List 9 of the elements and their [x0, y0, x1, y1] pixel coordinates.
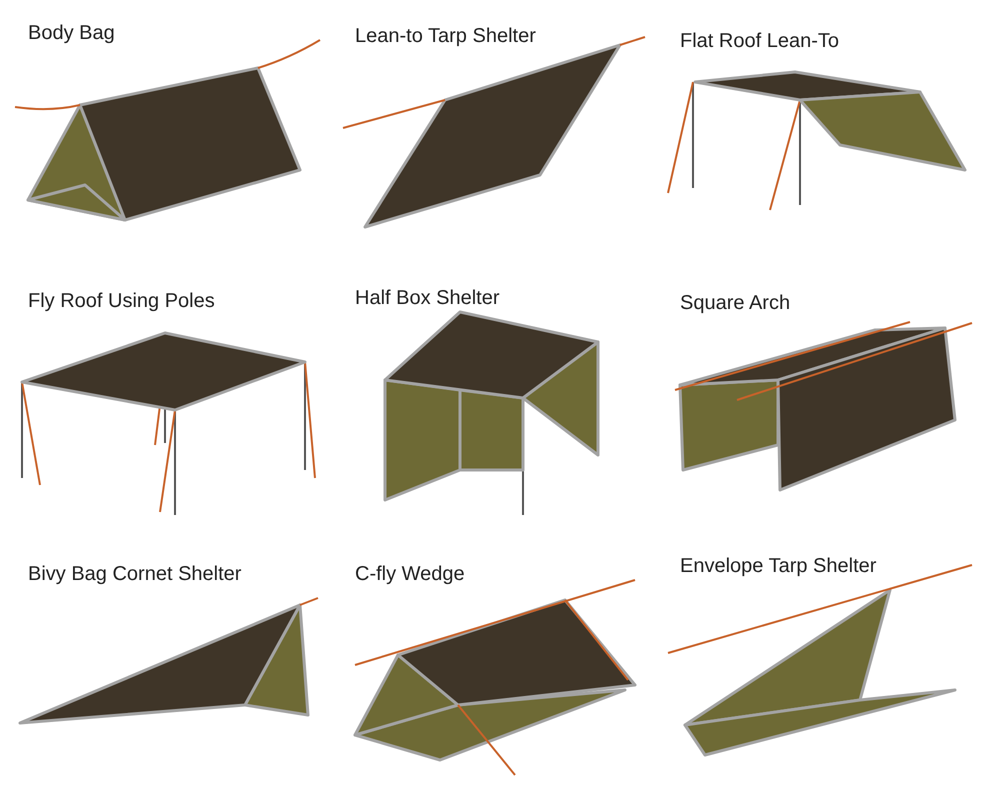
- shelter-title: Body Bag: [28, 22, 115, 45]
- shelter-title: Lean-to Tarp Shelter: [355, 25, 536, 48]
- shelter-title: Envelope Tarp Shelter: [680, 555, 876, 578]
- shelter-title: Square Arch: [680, 292, 790, 315]
- shelter-title: Fly Roof Using Poles: [28, 290, 215, 313]
- shelter-title: Half Box Shelter: [355, 287, 500, 310]
- shelter-title: C-fly Wedge: [355, 563, 465, 586]
- shelter-title: Bivy Bag Cornet Shelter: [28, 563, 242, 586]
- shelter-title: Flat Roof Lean-To: [680, 30, 839, 53]
